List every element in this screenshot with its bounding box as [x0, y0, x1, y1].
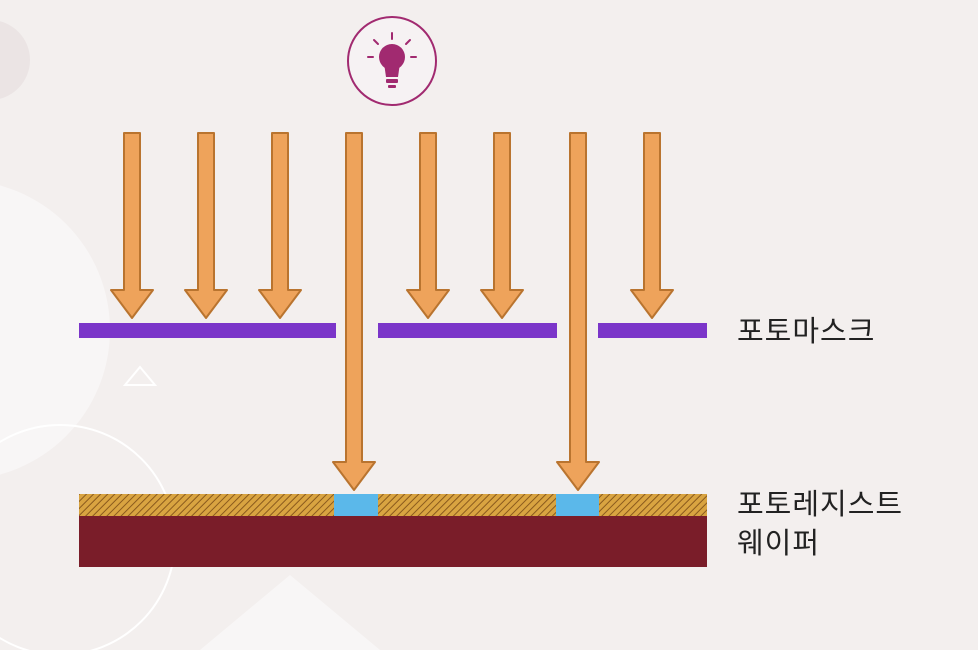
exposed-resist-1 [334, 494, 378, 516]
light-ray-short-4 [406, 132, 450, 319]
photoresist-label: 포토레지스트 [737, 487, 904, 521]
background-decor [0, 21, 380, 650]
photomask-segment-3 [598, 323, 707, 338]
photoresist-layer [79, 494, 707, 516]
wafer-label: 웨이퍼 [737, 526, 821, 560]
photomask-label: 포토마스크 [737, 314, 876, 348]
wafer-layer [79, 516, 707, 567]
light-ray-short-5 [480, 132, 524, 319]
photomask-segment-1 [79, 323, 336, 338]
exposed-resist-2 [556, 494, 599, 516]
light-ray-long-1 [332, 132, 376, 491]
light-ray-long-2 [556, 132, 600, 491]
light-ray-short-1 [110, 132, 154, 319]
light-ray-short-3 [258, 132, 302, 319]
light-ray-short-6 [630, 132, 674, 319]
triangle-outline-icon [122, 365, 158, 386]
lightbulb-icon [347, 16, 437, 106]
photomask-segment-2 [378, 323, 557, 338]
light-ray-short-2 [184, 132, 228, 319]
